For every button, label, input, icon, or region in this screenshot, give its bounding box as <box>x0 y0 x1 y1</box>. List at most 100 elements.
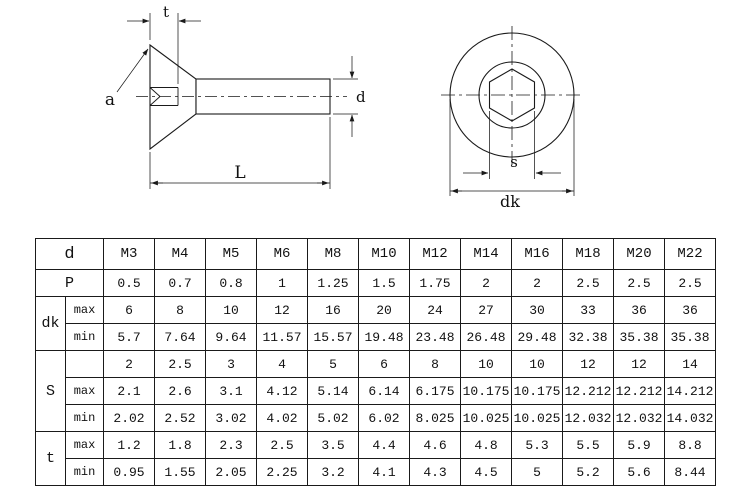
value-cell: 3.2 <box>307 458 360 486</box>
value-cell: 4.3 <box>409 458 462 486</box>
value-cell: 5.14 <box>307 377 360 405</box>
value-cell: 35.38 <box>613 323 666 351</box>
dimension-t <box>127 13 201 84</box>
value-cell: 6.02 <box>358 404 411 432</box>
label-d: d <box>356 88 366 106</box>
value-cell: 16 <box>307 296 360 324</box>
column-header-d: d <box>34 238 105 270</box>
value-cell: 12 <box>562 350 615 378</box>
value-cell: 4.6 <box>409 431 462 459</box>
value-cell: 6.175 <box>409 377 462 405</box>
sub-label: min <box>64 404 105 432</box>
value-cell: 0.5 <box>103 269 156 297</box>
value-cell: 2 <box>460 269 513 297</box>
value-cell: 1.25 <box>307 269 360 297</box>
size-header: M4 <box>154 238 207 270</box>
dimension-l <box>149 117 331 189</box>
value-cell: 4.12 <box>256 377 309 405</box>
value-cell: 11.57 <box>256 323 309 351</box>
value-cell: 14 <box>664 350 717 378</box>
value-cell: 4 <box>256 350 309 378</box>
value-cell: 10.175 <box>511 377 564 405</box>
technical-drawing: t a d L <box>105 3 583 211</box>
value-cell: 15.57 <box>307 323 360 351</box>
value-cell: 12.212 <box>562 377 615 405</box>
value-cell: 5.5 <box>562 431 615 459</box>
value-cell: 1.55 <box>154 458 207 486</box>
hex-socket-section <box>149 87 179 106</box>
value-cell: 6 <box>103 296 156 324</box>
value-cell: 10 <box>205 296 258 324</box>
size-header: M3 <box>103 238 156 270</box>
value-cell: 23.48 <box>409 323 462 351</box>
value-cell: 8 <box>154 296 207 324</box>
sub-label: max <box>64 296 105 324</box>
side-view: t a d L <box>105 3 366 189</box>
value-cell: 1.75 <box>409 269 462 297</box>
value-cell: 12 <box>613 350 666 378</box>
value-cell: 5.2 <box>562 458 615 486</box>
dimension-d <box>333 56 358 137</box>
value-cell: 7.64 <box>154 323 207 351</box>
dimension-dk <box>449 99 575 196</box>
row-label-t: t <box>35 431 66 486</box>
size-header: M14 <box>460 238 513 270</box>
row-label-P: P <box>34 269 105 297</box>
value-cell: 30 <box>511 296 564 324</box>
value-cell: 12.032 <box>613 404 666 432</box>
sub-label: min <box>64 458 105 486</box>
value-cell: 2.5 <box>256 431 309 459</box>
value-cell: 4.02 <box>256 404 309 432</box>
value-cell: 12 <box>256 296 309 324</box>
value-cell: 8.8 <box>664 431 717 459</box>
value-cell: 1.2 <box>103 431 156 459</box>
value-cell: 1.8 <box>154 431 207 459</box>
value-cell: 2.52 <box>154 404 207 432</box>
size-header: M6 <box>256 238 309 270</box>
size-header: M8 <box>307 238 360 270</box>
label-s: s <box>510 153 518 171</box>
value-cell: 2.6 <box>154 377 207 405</box>
value-cell: 35.38 <box>664 323 717 351</box>
size-header: M12 <box>409 238 462 270</box>
value-cell: 32.38 <box>562 323 615 351</box>
value-cell: 8 <box>409 350 462 378</box>
sub-label <box>64 350 105 378</box>
value-cell: 2.5 <box>613 269 666 297</box>
value-cell: 5 <box>307 350 360 378</box>
value-cell: 4.1 <box>358 458 411 486</box>
value-cell: 2.5 <box>664 269 717 297</box>
dimension-s <box>463 111 561 179</box>
value-cell: 0.8 <box>205 269 258 297</box>
value-cell: 10.175 <box>460 377 513 405</box>
sub-label: min <box>64 323 105 351</box>
value-cell: 12.032 <box>562 404 615 432</box>
value-cell: 5 <box>511 458 564 486</box>
value-cell: 33 <box>562 296 615 324</box>
value-cell: 3 <box>205 350 258 378</box>
label-dk: dk <box>500 192 520 211</box>
row-label-S: S <box>35 350 66 432</box>
value-cell: 36 <box>664 296 717 324</box>
value-cell: 8.025 <box>409 404 462 432</box>
size-header: M16 <box>511 238 564 270</box>
value-cell: 2.25 <box>256 458 309 486</box>
value-cell: 2.1 <box>103 377 156 405</box>
value-cell: 5.9 <box>613 431 666 459</box>
value-cell: 14.032 <box>664 404 717 432</box>
value-cell: 3.02 <box>205 404 258 432</box>
value-cell: 2.5 <box>154 350 207 378</box>
value-cell: 5.7 <box>103 323 156 351</box>
value-cell: 9.64 <box>205 323 258 351</box>
value-cell: 2 <box>511 269 564 297</box>
value-cell: 8.44 <box>664 458 717 486</box>
value-cell: 12.212 <box>613 377 666 405</box>
value-cell: 14.212 <box>664 377 717 405</box>
value-cell: 4.5 <box>460 458 513 486</box>
